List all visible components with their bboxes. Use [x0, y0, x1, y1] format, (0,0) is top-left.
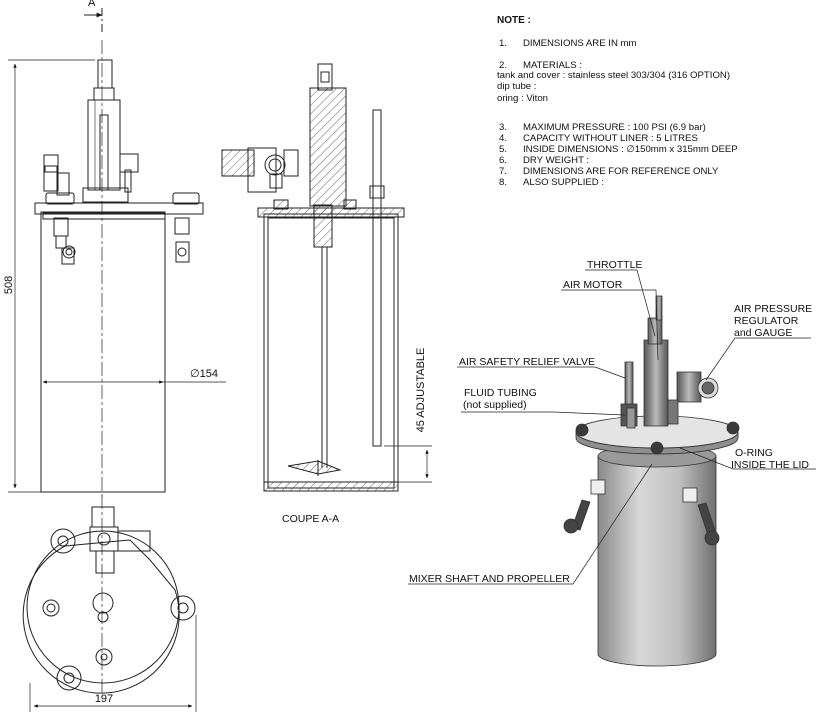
note-text: MATERIALS : — [523, 60, 582, 71]
note-text: dip tube : — [497, 81, 536, 92]
note-text: tank and cover : stainless steel 303/304… — [497, 70, 730, 81]
regulator-label-2: REGULATOR — [734, 315, 799, 327]
note-text: ALSO SUPPLIED : — [523, 177, 604, 188]
section-marker: A — [88, 0, 96, 9]
front-view — [34, 8, 204, 498]
section-title: COUPE A-A — [282, 513, 339, 525]
oring-label-2: INSIDE THE LID — [731, 459, 809, 471]
width-dim-text: 197 — [95, 693, 113, 705]
regulator-label-3: and GAUGE — [734, 327, 792, 339]
adjustable-dimension — [384, 445, 432, 483]
callouts: THROTTLE AIR MOTOR AIR PRESSURE REGULATO… — [409, 259, 812, 585]
note-text: INSIDE DIMENSIONS : ∅150mm x 315mm DEEP — [523, 144, 738, 155]
notes-block: NOTE : 1. DIMENSIONS ARE IN mm 2. MATERI… — [497, 15, 738, 188]
note-num: 2. — [499, 60, 507, 71]
note-num: 7. — [499, 166, 507, 177]
note-text: oring : Viton — [497, 93, 548, 104]
diameter-dim-text: ∅154 — [190, 368, 218, 380]
height-dim-text: 508 — [3, 276, 15, 294]
top-view — [22, 495, 196, 696]
note-text: DRY WEIGHT : — [523, 155, 589, 166]
note-num: 1. — [499, 38, 507, 49]
top-knob-1 — [50, 528, 76, 554]
note-num: 4. — [499, 133, 507, 144]
tubing-label-2: (not supplied) — [463, 399, 527, 411]
note-text: DIMENSIONS ARE IN mm — [523, 38, 637, 49]
notes-title: NOTE : — [497, 15, 531, 26]
mixer-label: MIXER SHAFT AND PROPELLER — [409, 573, 570, 585]
note-num: 8. — [499, 177, 507, 188]
callout-leaders — [408, 269, 816, 585]
width-dimension — [29, 615, 197, 712]
note-num: 5. — [499, 144, 507, 155]
top-knob-3 — [56, 665, 82, 691]
air-motor-label: AIR MOTOR — [563, 279, 623, 291]
top-knob-2 — [170, 595, 196, 621]
note-num: 6. — [499, 155, 507, 166]
adjustable-dim-text: 45 ADJUSTABLE — [415, 348, 427, 433]
section-view — [221, 63, 405, 492]
note-text: CAPACITY WITHOUT LINER : 5 LITRES — [523, 133, 698, 144]
isometric-view — [563, 295, 740, 667]
height-dimension — [8, 59, 95, 493]
tubing-label-1: FLUID TUBING — [464, 387, 537, 399]
note-num: 3. — [499, 122, 507, 133]
note-text: MAXIMUM PRESSURE : 100 PSI (6.9 bar) — [523, 122, 706, 133]
oring-label-1: O-RING — [735, 447, 773, 459]
regulator-label-1: AIR PRESSURE — [734, 303, 812, 315]
relief-valve-label: AIR SAFETY RELIEF VALVE — [459, 356, 595, 368]
throttle-label: THROTTLE — [587, 259, 642, 271]
note-text: DIMENSIONS ARE FOR REFERENCE ONLY — [523, 166, 719, 177]
